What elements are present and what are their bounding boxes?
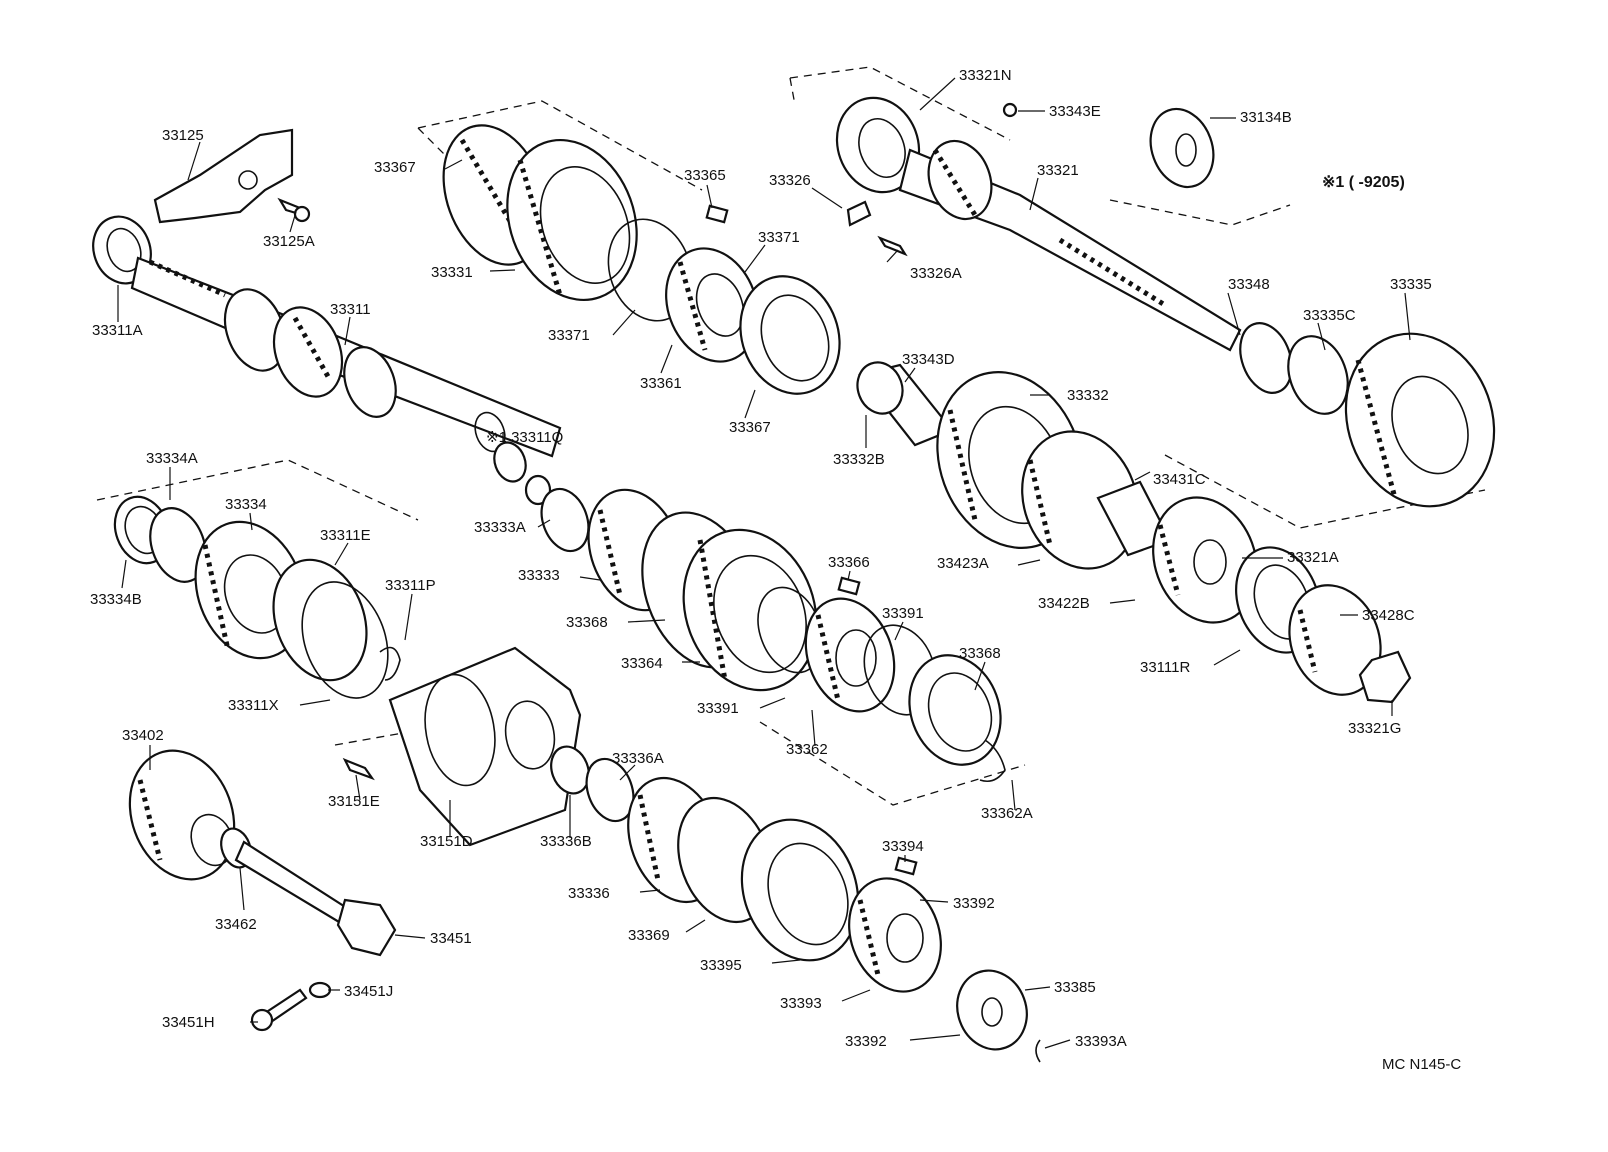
main-shaft-assembly — [92, 215, 562, 506]
label-33151D: 33151D — [420, 833, 473, 850]
center-synchro-group — [540, 487, 1006, 783]
label-33402: 33402 — [122, 727, 164, 744]
label-33332: 33332 — [1067, 387, 1109, 404]
label-33311Q: ※1 33311Q — [486, 429, 563, 446]
label-33334B: 33334B — [90, 591, 142, 608]
label-33331: 33331 — [431, 264, 473, 281]
label-33393A: 33393A — [1075, 1033, 1127, 1050]
label-33111R: 33111R — [1140, 659, 1190, 676]
label-33321N: 33321N — [959, 67, 1012, 84]
left-middle-group — [113, 495, 401, 699]
label-33371-a: 33371 — [758, 229, 800, 246]
label-33392-b: 33392 — [845, 1033, 887, 1050]
note-label: ※1 ( -9205) — [1322, 174, 1405, 191]
label-33391-a: 33391 — [882, 605, 924, 622]
label-33422B: 33422B — [1038, 595, 1090, 612]
lower-synchro-group — [550, 745, 1041, 1063]
label-33335C: 33335C — [1303, 307, 1356, 324]
label-33311: 33311 — [330, 301, 371, 318]
label-33321G: 33321G — [1348, 720, 1401, 737]
label-33367-b: 33367 — [729, 419, 771, 436]
label-33334: 33334 — [225, 496, 267, 513]
part-labels: 33125 33125A 33311A 33311 ※1 33311Q 3336… — [90, 67, 1461, 1073]
label-33385: 33385 — [1054, 979, 1096, 996]
label-33343D: 33343D — [902, 351, 955, 368]
label-33428C: 33428C — [1362, 607, 1415, 624]
label-33362: 33362 — [786, 741, 828, 758]
label-33364: 33364 — [621, 655, 663, 672]
label-33366: 33366 — [828, 554, 870, 571]
label-33333A: 33333A — [474, 519, 526, 536]
label-33368-b: 33368 — [959, 645, 1001, 662]
upper-synchro-group — [442, 124, 841, 395]
label-33311X: 33311X — [228, 697, 279, 714]
label-33151E: 33151E — [328, 793, 380, 810]
label-33311P: 33311P — [385, 577, 436, 594]
label-33423A: 33423A — [937, 555, 989, 572]
label-33431C: 33431C — [1153, 471, 1206, 488]
reverse-idler-group — [128, 749, 397, 1032]
label-33134B: 33134B — [1240, 109, 1292, 126]
label-33336B: 33336B — [540, 833, 592, 850]
label-33333: 33333 — [518, 567, 560, 584]
counter-shaft-assembly — [835, 96, 1496, 508]
label-33451: 33451 — [430, 930, 472, 947]
label-33311E: 33311E — [320, 527, 371, 544]
label-33125A: 33125A — [263, 233, 315, 250]
bracket-33125 — [153, 128, 311, 224]
label-33334A: 33334A — [146, 450, 198, 467]
label-33451H: 33451H — [162, 1014, 215, 1031]
label-33321A: 33321A — [1287, 549, 1339, 566]
label-33462: 33462 — [215, 916, 257, 933]
leader-lines — [117, 77, 1411, 1049]
label-33326: 33326 — [769, 172, 811, 189]
label-33335: 33335 — [1390, 276, 1432, 293]
plate-33151D — [342, 646, 582, 847]
label-33362A: 33362A — [981, 805, 1033, 822]
label-33311A: 33311A — [92, 322, 143, 339]
label-33321: 33321 — [1037, 162, 1079, 179]
label-33336: 33336 — [568, 885, 610, 902]
label-33343E: 33343E — [1049, 103, 1101, 120]
label-33368-a: 33368 — [566, 614, 608, 631]
diagram-code: MC N145-C — [1382, 1056, 1461, 1073]
label-33392-a: 33392 — [953, 895, 995, 912]
label-33391-b: 33391 — [697, 700, 739, 717]
label-33369: 33369 — [628, 927, 670, 944]
label-33332B: 33332B — [833, 451, 885, 468]
label-33394: 33394 — [882, 838, 924, 855]
label-33365: 33365 — [684, 167, 726, 184]
label-33326A: 33326A — [910, 265, 962, 282]
label-33393: 33393 — [780, 995, 822, 1012]
middle-right-group — [856, 361, 1412, 704]
label-33336A: 33336A — [612, 750, 664, 767]
label-33451J: 33451J — [344, 983, 393, 1000]
label-33367-top: 33367 — [374, 159, 416, 176]
label-33361: 33361 — [640, 375, 682, 392]
label-33371-b: 33371 — [548, 327, 590, 344]
label-33125: 33125 — [162, 127, 204, 144]
label-33395: 33395 — [700, 957, 742, 974]
label-33348: 33348 — [1228, 276, 1270, 293]
